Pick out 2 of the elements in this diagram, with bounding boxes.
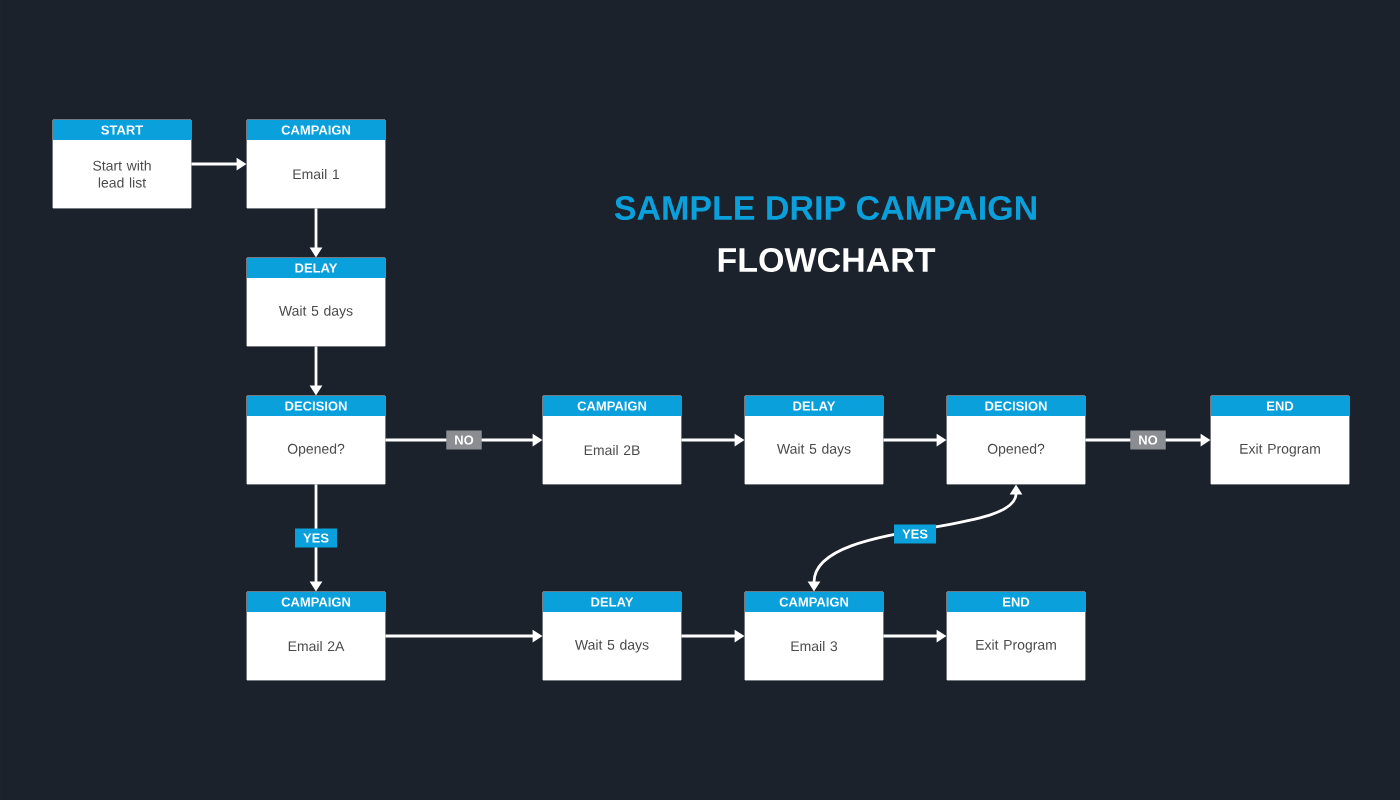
title: FLOWCHART — [718, 247, 936, 273]
title: SAMPLE DRIP CAMPAIGN — [614, 195, 1036, 221]
